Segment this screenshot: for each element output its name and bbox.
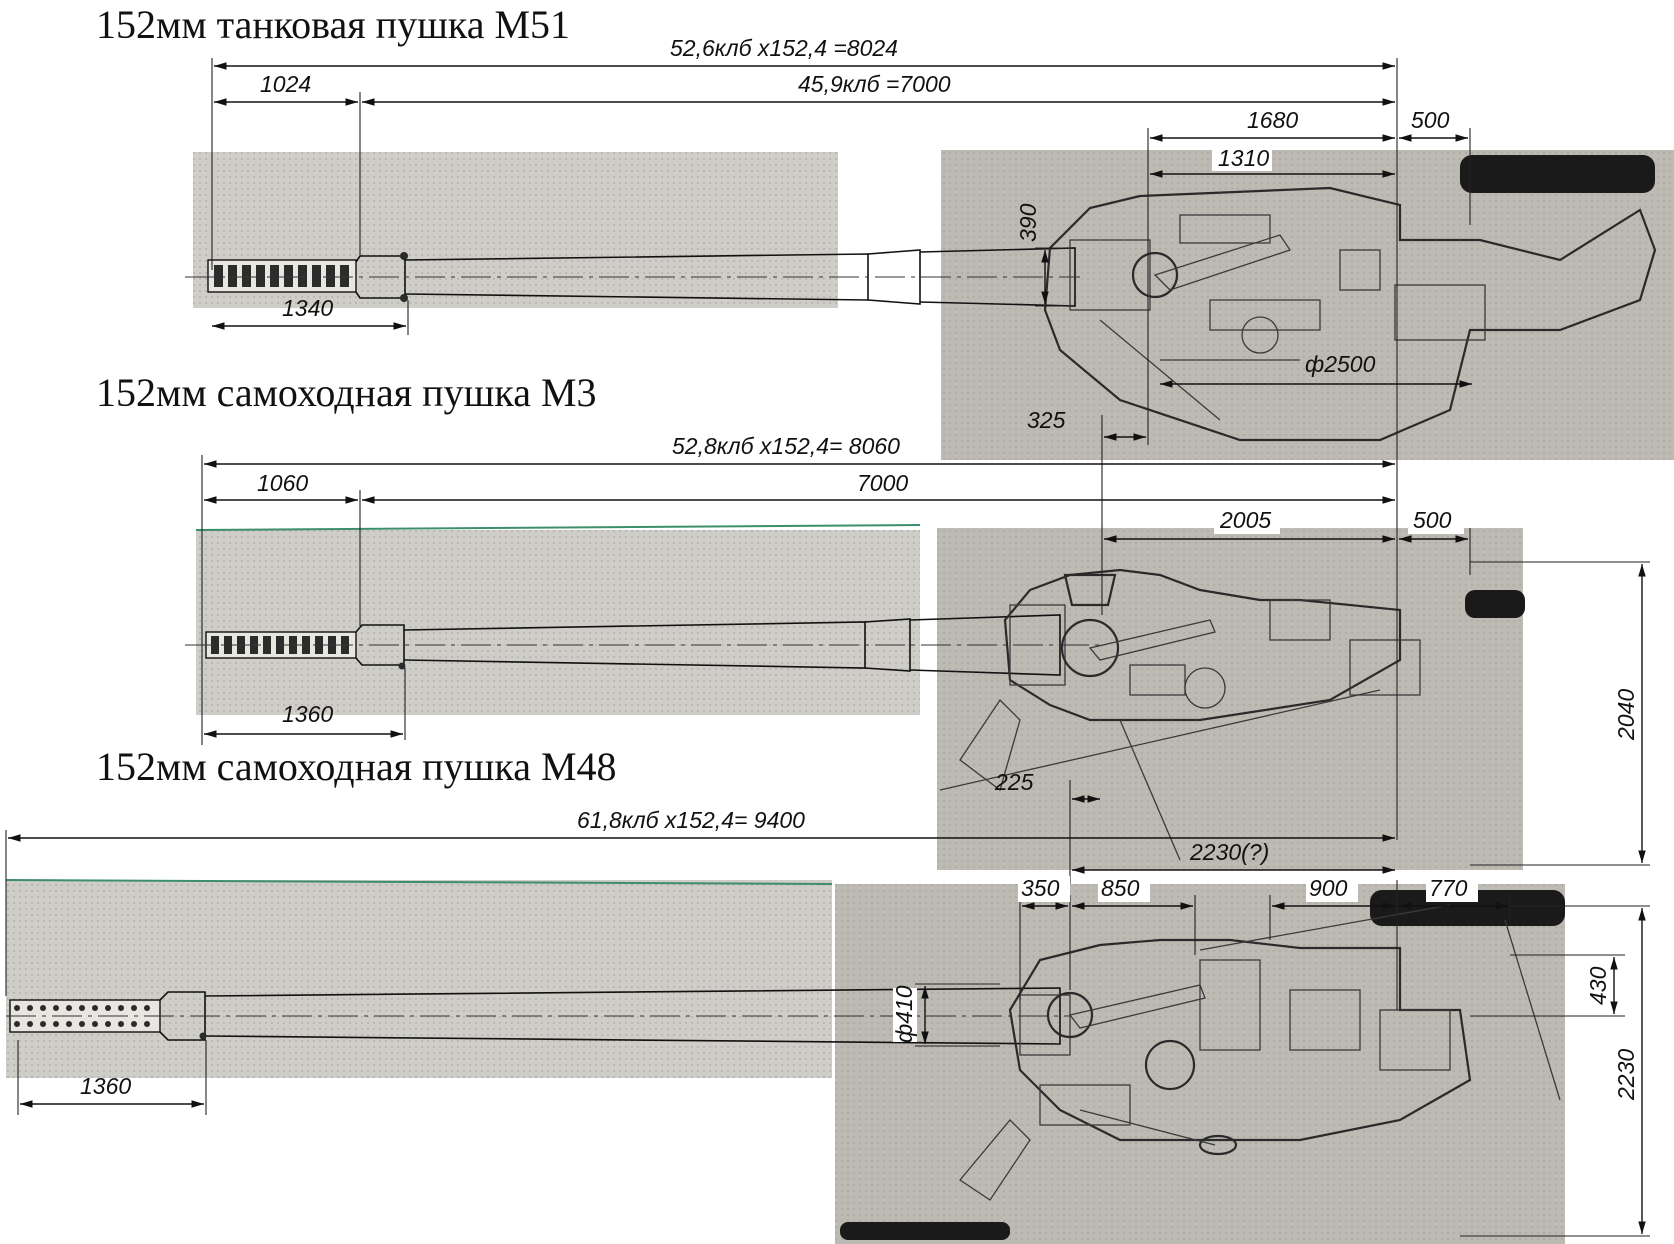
dim-barrel: 7000 (857, 470, 908, 496)
dim-breech: 500 (1411, 107, 1450, 133)
shadow-blot (1460, 155, 1655, 193)
dim-rear: 2230(?) (1189, 839, 1269, 865)
dim-muzzle-assembly: 1360 (80, 1073, 131, 1099)
dim-cradle: 1310 (1218, 145, 1269, 171)
dimensions-m3: 52,8клб x152,4= 8060 1060 7000 1360 2005… (201, 433, 1650, 1150)
shadow-blot (1465, 590, 1525, 618)
dim-seg1: 350 (1021, 875, 1060, 901)
dim-vertical: 430 (1585, 966, 1611, 1005)
photo-grain (6, 880, 832, 1078)
shadow-blot (840, 1222, 1010, 1240)
dim-muzzle-assembly: 1360 (282, 701, 333, 727)
dimensions-m51: 52,6клб x152,4 =8024 1024 45,9клб =7000 … (211, 35, 1472, 855)
photo-edge (195, 524, 921, 531)
barrel-m3 (185, 614, 1100, 676)
dim-recoil: 2005 (1219, 507, 1271, 533)
photo-grain (937, 528, 1523, 870)
dim-trunnion-offset: 225 (994, 769, 1034, 795)
dimensions-m48: 61,8клб x152,4= 9400 1360 350 850 900 77… (5, 807, 1650, 1237)
title-m51: 152мм танковая пушка М51 (96, 2, 570, 47)
photo-edge (5, 879, 833, 885)
dim-diameter: ф410 (891, 985, 917, 1043)
section-m3: 152мм самоходная пушка М3 (96, 370, 1650, 1150)
turret-mechanism-m51 (1043, 186, 1657, 442)
dim-muzzle-brake: 1060 (257, 470, 308, 496)
dim-overall: 61,8клб x152,4= 9400 (577, 807, 805, 833)
photo-grain (835, 884, 1565, 1244)
dim-height: 2040 (1613, 689, 1639, 741)
turret-mechanism-m48 (959, 904, 1561, 1201)
dim-height: 2230 (1613, 1049, 1639, 1101)
dim-vertical: 390 (1015, 203, 1041, 242)
dim-muzzle-brake: 1024 (260, 71, 311, 97)
muzzle-brake-holes (14, 1005, 150, 1027)
dim-muzzle-assembly: 1340 (282, 295, 333, 321)
dim-turret-ring: ф2500 (1305, 351, 1376, 377)
dim-recoil: 1680 (1247, 107, 1298, 133)
title-m3: 152мм самоходная пушка М3 (96, 370, 597, 415)
dim-overall: 52,8клб x152,4= 8060 (672, 433, 900, 459)
dim-seg4: 770 (1429, 875, 1468, 901)
dim-overall: 52,6клб x152,4 =8024 (670, 35, 898, 61)
barrel-m51 (185, 247, 1080, 307)
section-m51: 152мм танковая пушка М51 (96, 2, 1674, 855)
barrel-m48 (6, 987, 1070, 1045)
dim-seg3: 900 (1309, 875, 1348, 901)
title-m48: 152мм самоходная пушка М48 (96, 744, 617, 789)
dim-seg2: 850 (1101, 875, 1140, 901)
dim-barrel: 45,9клб =7000 (798, 71, 951, 97)
dim-trunnion-offset: 325 (1027, 407, 1066, 433)
muzzle-brake-slots (214, 265, 349, 287)
section-m48: 152мм самоходная пушка М48 (5, 744, 1650, 1244)
dim-breech: 500 (1413, 507, 1452, 533)
